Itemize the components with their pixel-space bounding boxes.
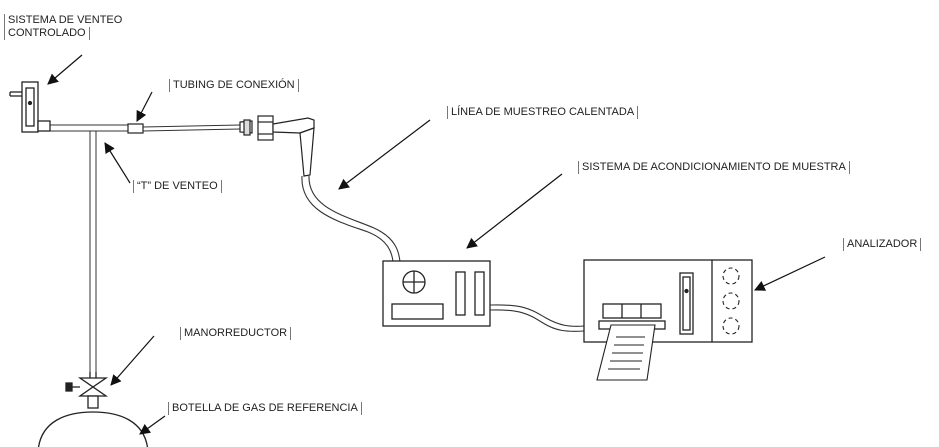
reference-gas-bottle <box>38 411 148 447</box>
conditioning-unit <box>382 260 491 327</box>
label-vent-tee: “T” DE VENTEO <box>133 180 222 193</box>
callout-arrows <box>47 54 826 435</box>
arrow-bottle <box>139 415 166 435</box>
connection-fitting <box>127 123 144 134</box>
analyzer-printout <box>596 324 656 381</box>
arrow-venting <box>47 54 83 85</box>
arrow-reducer <box>110 335 155 386</box>
heated-line-probe <box>239 115 315 177</box>
arrow-analyzer <box>754 256 826 291</box>
label-pressure-reducer: MANORREDUCTOR <box>180 327 292 340</box>
heated-sampling-hose <box>301 175 401 263</box>
conditioning-analyzer-cable <box>489 304 585 332</box>
label-sample-conditioning: SISTEMA DE ACONDICIONAMIENTO DE MUESTRA <box>578 161 850 174</box>
vent-tee-tubing <box>50 124 128 372</box>
label-reference-gas-bottle: BOTELLA DE GAS DE REFERENCIA <box>168 402 362 415</box>
analyzer-unit <box>583 259 753 343</box>
connection-tubing-line <box>142 124 241 132</box>
label-venting-system-line1: SISTEMA DE VENTEO <box>8 14 123 26</box>
venting-valve-device <box>9 81 51 133</box>
label-connection-tubing: TUBING DE CONEXIÓN <box>169 79 299 92</box>
label-venting-system-line2: CONTROLADO <box>8 27 90 40</box>
arrow-tee <box>104 142 131 184</box>
arrow-tubing <box>136 91 153 122</box>
arrow-conditioning <box>466 173 563 249</box>
label-analyzer: ANALIZADOR <box>843 238 922 251</box>
arrow-heated-line <box>338 119 431 190</box>
pressure-reducer-valve <box>65 372 109 409</box>
label-heated-sampling-line: LÍNEA DE MUESTREO CALENTADA <box>447 106 639 119</box>
label-venting-system: SISTEMA DE VENTEO CONTROLADO <box>4 14 122 40</box>
analyzer-dials <box>722 267 740 335</box>
